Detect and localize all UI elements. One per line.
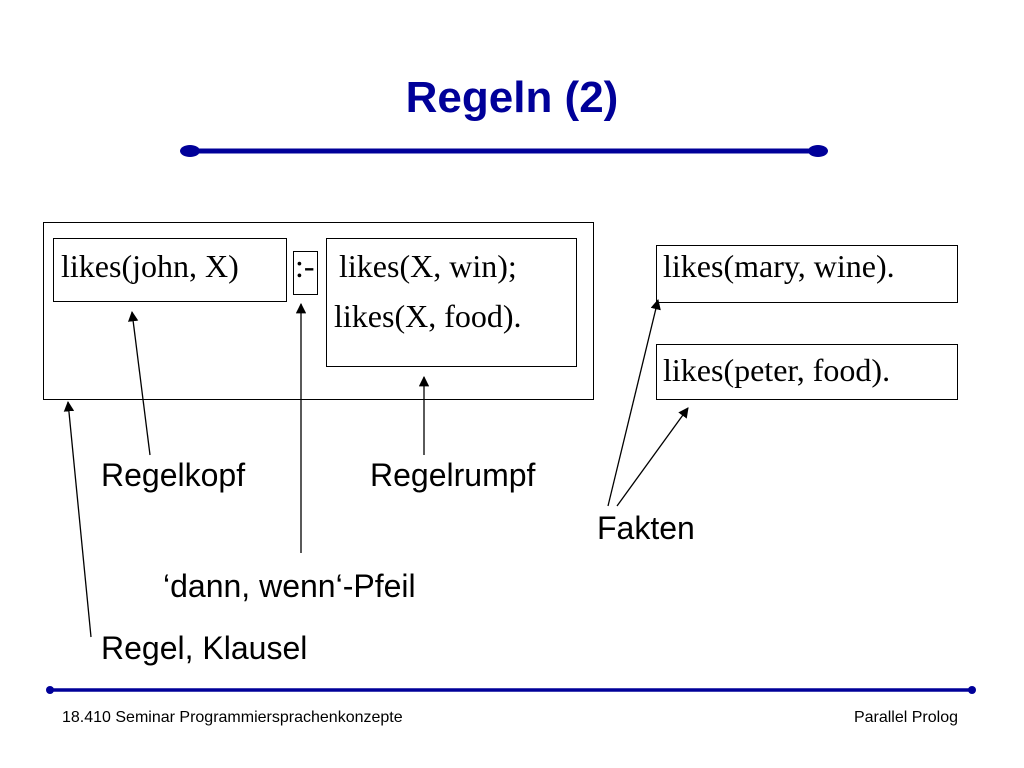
fact-mary-text: likes(mary, wine).	[663, 248, 895, 284]
arrow-fakten-mary	[607, 298, 661, 507]
rule-neck-text: :-	[295, 248, 315, 284]
footer-right: Parallel Prolog	[853, 709, 958, 726]
label-regelrumpf: Regelrumpf	[370, 457, 536, 493]
rule-body-line2: likes(X, food).	[334, 298, 522, 334]
title-underline	[180, 145, 828, 157]
arrow-fakten-peter	[616, 407, 689, 507]
rule-body-box	[326, 238, 577, 367]
label-regel-klausel: Regel, Klausel	[101, 630, 308, 666]
arrow-regelkopf	[128, 310, 151, 456]
rule-body-line1: likes(X, win);	[339, 248, 517, 284]
fact-box-peter	[656, 344, 958, 400]
arrow-regel-klausel	[63, 400, 92, 638]
footer-rule	[46, 686, 976, 694]
footer-left: 18.410 Seminar Programmiersprachenkonzep…	[62, 709, 403, 726]
slide-title: Regeln (2)	[405, 73, 619, 122]
label-fakten: Fakten	[597, 510, 695, 546]
label-regelkopf: Regelkopf	[101, 457, 246, 493]
rule-head-text: likes(john, X)	[61, 248, 239, 284]
fact-box-mary	[656, 245, 958, 303]
clause-box	[43, 222, 594, 400]
label-dann-wenn-pfeil: ‘dann, wenn‘-Pfeil	[163, 568, 416, 604]
rule-head-box	[53, 238, 287, 302]
fact-peter-text: likes(peter, food).	[663, 352, 891, 388]
rule-neck-box	[293, 251, 318, 295]
